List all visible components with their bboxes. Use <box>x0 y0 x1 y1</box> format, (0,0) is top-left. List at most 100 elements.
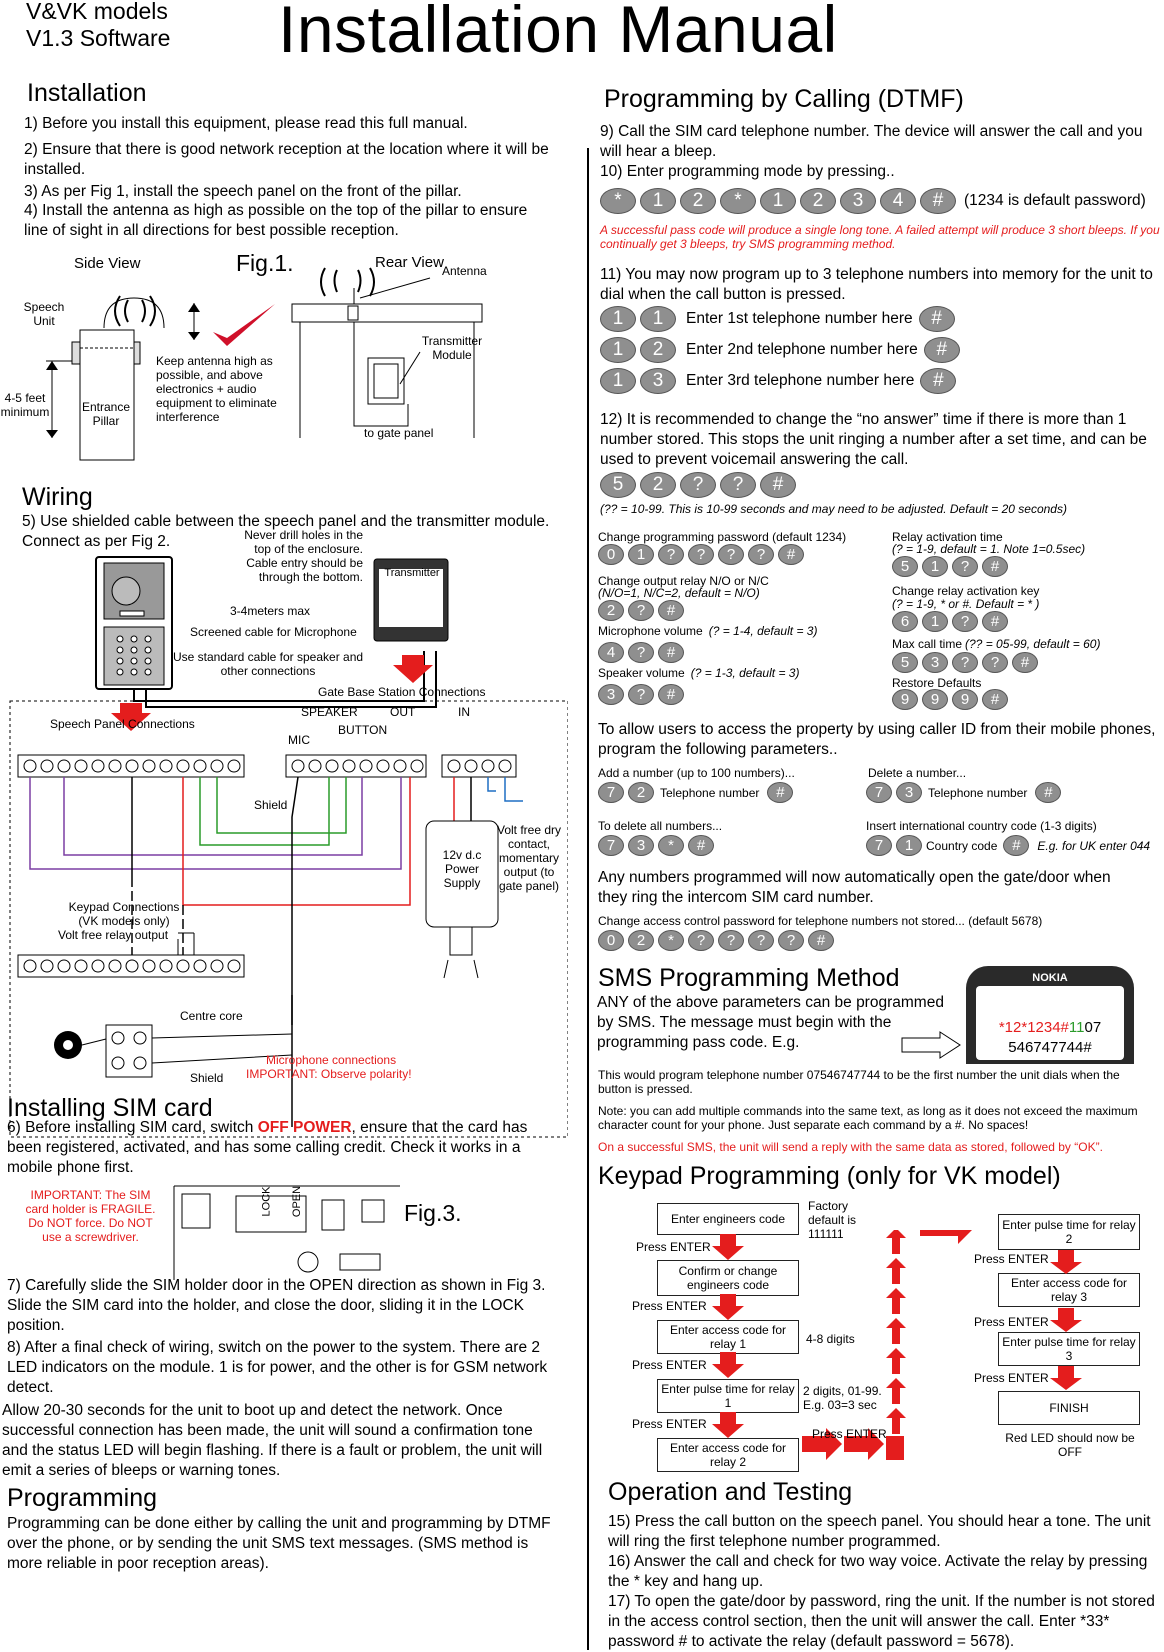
installation-heading: Installation <box>27 79 147 107</box>
pulse-note: 2 digits, 01-99. E.g. 03=3 sec <box>803 1384 882 1412</box>
press-enter-4: Press ENTER <box>632 1417 707 1431</box>
distance-label: 3-4meters max <box>230 604 311 618</box>
relay-activation-note: (? = 1-9, default = 1. Note 1=0.5sec) <box>892 542 1086 556</box>
step-17: 17) To open the gate/door by password, r… <box>608 1593 1155 1650</box>
transmitter-label: Transmitter <box>384 567 440 579</box>
key-1: 1 <box>640 188 676 214</box>
fig1-drawing <box>46 267 483 461</box>
in-label: IN <box>458 705 470 719</box>
entrance-pillar-label: Entrance Pillar <box>81 400 131 428</box>
flow-pulse-relay3: Enter pulse time for relay 3 <box>998 1332 1140 1366</box>
standard-cable-label: Use standard cable for speaker and other… <box>172 650 364 678</box>
speaker-label: SPEAKER <box>301 705 358 719</box>
delete-all-label: To delete all numbers... <box>598 819 723 833</box>
step-6: 6) Before installing SIM card, switch OF… <box>7 1119 528 1176</box>
step-7: 7) Carefully slide the SIM holder door i… <box>7 1277 546 1334</box>
dtmf-heading: Programming by Calling (DTMF) <box>604 85 964 113</box>
button-label: BUTTON <box>338 723 388 737</box>
flow-pulse-relay2: Enter pulse time for relay 2 <box>998 1214 1140 1250</box>
mic-volume-row: Microphone volume(? = 1-4, default = 3) <box>598 624 818 638</box>
red-led-note: Red LED should now be OFF <box>1005 1431 1135 1459</box>
fig3-label: Fig.3. <box>404 1200 462 1226</box>
key-4: 4 <box>880 188 916 214</box>
speech-unit-label: Speech Unit <box>23 300 65 328</box>
step-12: 12) It is recommended to change the “no … <box>600 411 1147 468</box>
screened-cable-label: Screened cable for Microphone <box>190 625 357 639</box>
operation-heading: Operation and Testing <box>608 1478 853 1506</box>
intl-code-label: Insert international country code (1-3 d… <box>866 819 1097 833</box>
page-title: Installation Manual <box>278 0 838 66</box>
change-output-note: (N/O=1, N/C=2, default = N/O) <box>598 586 760 600</box>
polarity-warning: IMPORTANT: Observe polarity! <box>246 1067 412 1081</box>
shield-label: Shield <box>254 798 288 812</box>
press-enter-8: Press ENTER <box>974 1371 1049 1385</box>
programming-heading: Programming <box>7 1484 158 1512</box>
flow-arrows-right <box>1050 1250 1082 1390</box>
gate-base-label: Gate Base Station Connections <box>318 685 486 699</box>
flow-access-relay1: Enter access code for relay 1 <box>657 1320 799 1354</box>
range-label: 3E Range <box>387 598 437 610</box>
digits-note: 4-8 digits <box>806 1332 855 1346</box>
open-label: OPEN <box>291 1185 304 1218</box>
shield-label-2: Shield <box>190 1071 224 1085</box>
pass-code-note: A successful pass code will produce a si… <box>600 223 1160 251</box>
step-3: 3) As per Fig 1, install the speech pane… <box>24 183 462 200</box>
speaker-volume-keys: 3?# <box>598 684 688 705</box>
press-enter-3: Press ENTER <box>632 1358 707 1372</box>
step-2: 2) Ensure that there is good network rec… <box>24 141 549 178</box>
sms-multi-note: Note: you can add multiple commands into… <box>598 1104 1138 1132</box>
fig1-label: Fig.1. <box>236 250 294 276</box>
wiring-heading: Wiring <box>22 483 93 511</box>
enter-programming-keys: * 1 2 * 1 2 3 4 # (1234 is default passw… <box>600 188 1146 214</box>
auto-open-note: Any numbers programmed will now automati… <box>598 869 1111 906</box>
key-star: * <box>600 188 636 214</box>
sms-reply-note: On a successful SMS, the unit will send … <box>598 1140 1103 1154</box>
default-password-note: (1234 is default password) <box>964 192 1146 209</box>
figure-1: Side View Fig.1. Rear View Speech Unit E… <box>0 248 580 463</box>
flow-finish: FINISH <box>998 1391 1140 1425</box>
software-label: V1.3 Software <box>26 25 171 51</box>
step-10: 10) Enter programming mode by pressing.. <box>600 163 895 180</box>
sms-intro: ANY of the above parameters can be progr… <box>597 994 944 1051</box>
press-enter-5: Press ENTER <box>812 1427 887 1441</box>
sim-holder-drawing <box>173 1185 400 1280</box>
delete-number-label: Delete a number... <box>868 766 967 780</box>
relay-key-label: Change relay activation key <box>892 584 1040 598</box>
antenna-label: Antenna <box>442 264 487 278</box>
flow-access-relay3: Enter access code for relay 3 <box>998 1273 1140 1307</box>
boot-note: Allow 20-30 seconds for the unit to boot… <box>2 1402 543 1479</box>
rear-view-label: Rear View <box>375 254 444 271</box>
sms-heading: SMS Programming Method <box>598 964 900 992</box>
add-number-label: Add a number (up to 100 numbers)... <box>598 766 795 780</box>
restore-defaults-label: Restore Defaults <box>892 676 982 690</box>
height-label: 4-5 feet minimum <box>0 391 50 419</box>
press-enter-7: Press ENTER <box>974 1315 1049 1329</box>
step-1: 1) Before you install this equipment, pl… <box>24 115 468 132</box>
flow-access-relay2: Enter access code for relay 2 <box>657 1438 799 1472</box>
key-2: 2 <box>800 188 836 214</box>
speaker-volume-row: Speaker volume(? = 1-3, default = 3) <box>598 666 800 680</box>
mic-connections-label: Microphone connections <box>266 1053 397 1067</box>
key-2: 2 <box>680 188 716 214</box>
press-enter-2: Press ENTER <box>632 1299 707 1313</box>
sim-important-note: IMPORTANT: The SIM card holder is FRAGIL… <box>25 1188 156 1244</box>
caller-id-intro: To allow users to access the property by… <box>598 721 1156 758</box>
volt-free-label: Volt free dry contact, momentary output … <box>496 823 562 893</box>
sms-example: This would program telephone number 0754… <box>598 1068 1120 1096</box>
drill-warning: Never drill holes in the top of the encl… <box>244 528 363 584</box>
wiring-drawing <box>9 556 568 1138</box>
press-enter-6: Press ENTER <box>974 1252 1049 1266</box>
key-star: * <box>720 188 756 214</box>
flow-pulse-relay1: Enter pulse time for relay 1 <box>657 1379 799 1413</box>
arrow-icon <box>901 1031 961 1059</box>
mic-volume-keys: 4?# <box>598 642 688 663</box>
